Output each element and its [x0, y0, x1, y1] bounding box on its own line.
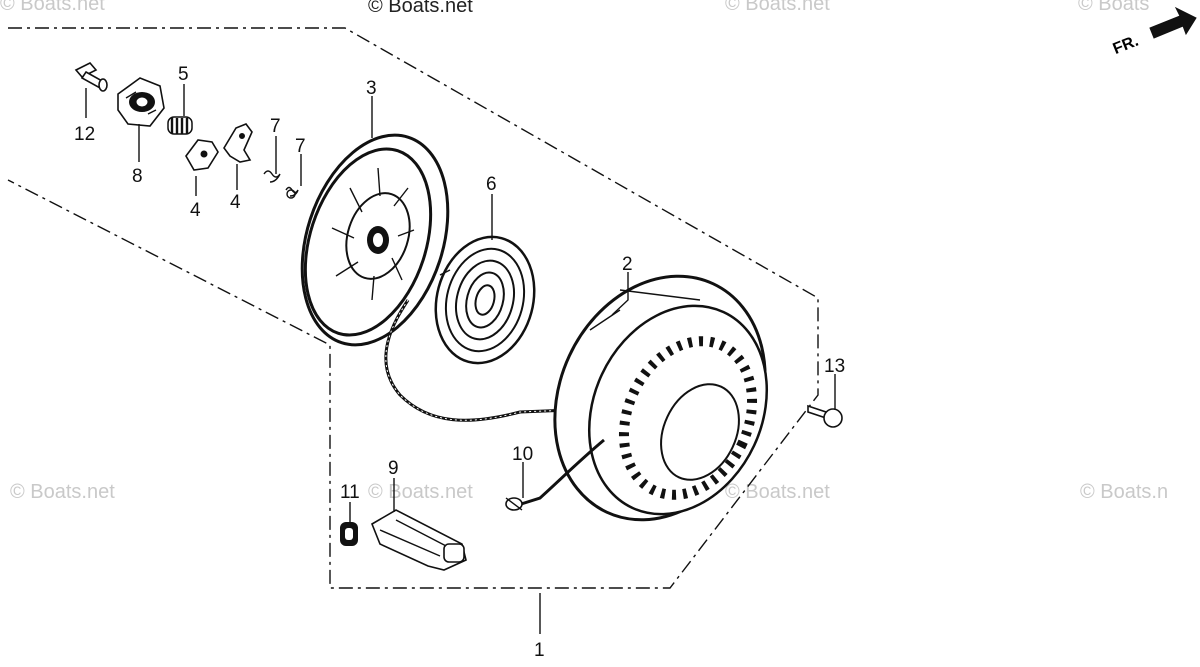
watermark: © Boats.n [1080, 481, 1168, 503]
callout-4a: 4 [190, 200, 201, 221]
callout-7a: 7 [270, 116, 281, 137]
starter-rope [384, 299, 571, 422]
callout-8: 8 [132, 166, 143, 187]
rope-knot-10 [505, 497, 523, 511]
direction-label: FR. [1111, 33, 1141, 58]
callout-4b: 4 [230, 192, 241, 213]
callout-2: 2 [622, 254, 633, 275]
starter-case-2 [553, 274, 769, 522]
callout-9: 9 [388, 458, 399, 479]
watermark: © Boats.net [368, 481, 473, 503]
spiral-spring-6 [434, 235, 536, 365]
spring-7b [285, 186, 299, 199]
callout-1: 1 [534, 640, 545, 661]
callout-10: 10 [512, 444, 533, 465]
leader-lines [85, 84, 836, 634]
front-direction-marker: FR. [1111, 6, 1197, 58]
ratchet-8 [117, 77, 165, 127]
watermark: © Boats.net [725, 0, 830, 15]
callout-7b: 7 [295, 136, 306, 157]
arrow-icon [1149, 6, 1197, 39]
bolt-13 [807, 404, 843, 428]
watermark: © Boats.net [0, 0, 105, 15]
pawl-4a [185, 139, 219, 171]
callout-3: 3 [366, 78, 377, 99]
callout-13: 13 [824, 356, 845, 377]
watermark: © Boats.net [10, 481, 115, 503]
watermark: © Boats.net [725, 481, 830, 503]
watermark: © Boats [1078, 0, 1149, 15]
grip-insert-11 [340, 522, 358, 546]
bolt-12 [74, 62, 108, 92]
callout-11: 11 [340, 482, 360, 503]
reel-3 [300, 133, 450, 347]
callout-6: 6 [486, 174, 497, 195]
rope-to-grip [517, 438, 605, 507]
spring-5 [167, 116, 193, 135]
spring-7a [263, 170, 281, 183]
assembly-boundary [7, 27, 819, 589]
callout-5: 5 [178, 64, 189, 85]
pawl-4b [223, 123, 253, 163]
starter-grip-9 [371, 509, 467, 571]
callout-12: 12 [74, 124, 95, 145]
watermark: © Boats.net [368, 0, 473, 17]
